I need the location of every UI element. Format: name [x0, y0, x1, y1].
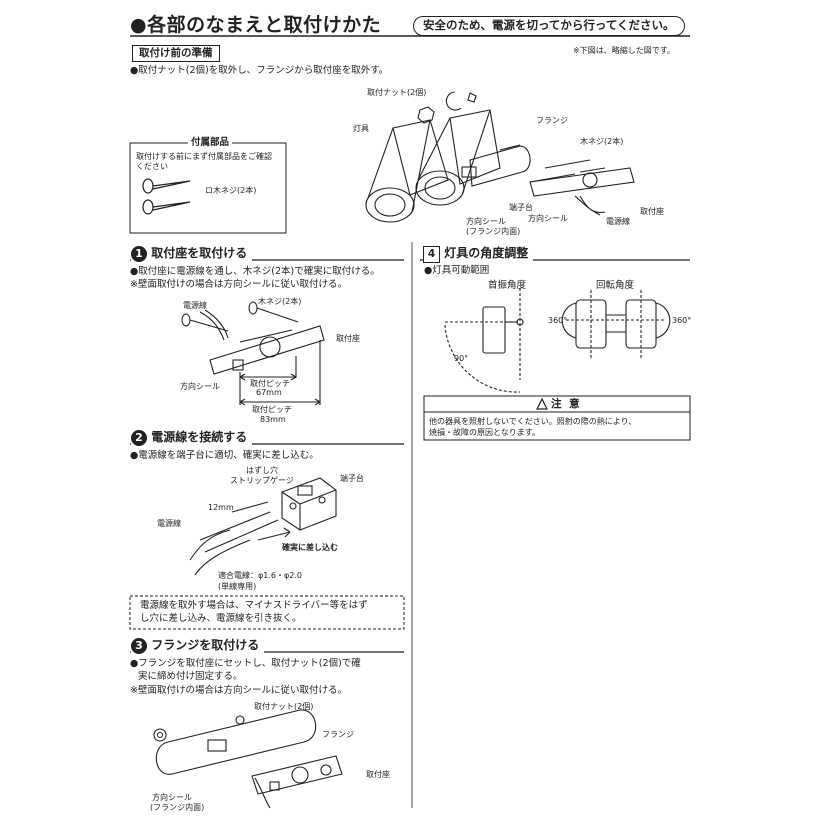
- step2-note-1: 電源線を取外す場合は、マイナスドライバー等をはず: [140, 600, 368, 611]
- warning-icon: [536, 397, 548, 410]
- label-direction-seal-inner-2: (フランジ内面): [466, 227, 521, 236]
- step1-label-direction-seal: 方向シール: [180, 382, 220, 391]
- label-mount: 取付座: [640, 207, 664, 216]
- parts-desc-2: ください: [136, 162, 168, 171]
- caution-title: 注 意: [551, 398, 582, 410]
- step4-title: 灯具の角度調整: [444, 246, 529, 260]
- step1-mount-diagram: [181, 301, 325, 406]
- step1-line1: ●取付座に電源線を通し、木ネジ(2本)で確実に取付ける。: [130, 266, 380, 277]
- step2-terminal-diagram: [189, 477, 337, 576]
- step3-line3: ※壁面取付けの場合は方向シールに従い取付ける。: [130, 685, 347, 696]
- screw-label: ロ木ネジ(2本): [205, 186, 257, 195]
- tilt-angle: 90°: [454, 354, 469, 363]
- step4-line1: ●灯具可動範囲: [424, 265, 490, 276]
- step2-label-power-line: 電源線: [157, 519, 181, 528]
- rotate-left-angle: 360°: [548, 316, 568, 325]
- step3-number: 3: [131, 638, 147, 654]
- label-flange: フランジ: [536, 116, 568, 125]
- step2-number: 2: [131, 430, 147, 446]
- step3-line1: ●フランジを取付座にセットし、取付ナット(2個)で確: [130, 658, 361, 669]
- rotate-label: 回転角度: [596, 280, 635, 291]
- page-title: ●各部のなまえと取付けかた: [130, 14, 382, 36]
- step3-label-seal-1: 方向シール: [152, 793, 192, 802]
- step2-wire-type: (単線専用): [218, 582, 257, 591]
- diagram-note: ※下図は、略縮した図です。: [573, 46, 675, 55]
- label-fixture: 灯具: [353, 124, 369, 133]
- step2-heading: 2 電源線を接続する: [131, 430, 253, 446]
- step1-heading: 1 取付座を取付ける: [131, 246, 253, 262]
- step2-label-length: 12mm: [208, 503, 234, 512]
- step3-line2: 実に締め付け固定する。: [138, 671, 243, 682]
- label-terminal: 端子台: [509, 203, 533, 212]
- step2-title: 電源線を接続する: [151, 430, 248, 444]
- safety-note: 安全のため、電源を切ってから行ってください。: [413, 16, 685, 36]
- label-nut: 取付ナット(2個): [367, 88, 427, 97]
- prep-instruction: ●取付ナット(2個)を取外し、フランジから取付座を取外す。: [130, 65, 389, 76]
- step1-pitch1-value: 67mm: [256, 388, 282, 397]
- label-direction-seal-inner-1: 方向シール: [466, 217, 506, 226]
- step1-label-wood-screw: 木ネジ(2本): [258, 297, 302, 306]
- step3-heading: 3 フランジを取付ける: [131, 638, 265, 654]
- step2-line1: ●電源線を端子台に適切、確実に差し込む。: [130, 450, 319, 461]
- step4-tilt-diagram: [444, 288, 524, 393]
- step3-flange-diagram: [153, 709, 343, 809]
- step3-label-mount: 取付座: [366, 770, 390, 779]
- step1-title: 取付座を取付ける: [151, 246, 248, 260]
- step2-wire-spec: 適合電線：φ1.6・φ2.0: [218, 571, 302, 580]
- caution-line-2: 焼損・故障の原因となります。: [429, 428, 540, 437]
- step1-label-mount: 取付座: [336, 334, 360, 343]
- step3-label-seal-2: (フランジ内面): [150, 803, 205, 812]
- step2-label-strip-1: はずし穴: [246, 466, 278, 475]
- step2-note-2: し穴に差し込み、電源線を引き抜く。: [140, 613, 302, 624]
- step3-label-flange: フランジ: [322, 730, 354, 739]
- label-power-line: 電源線: [606, 217, 630, 226]
- parts-title: 付属部品: [188, 137, 233, 149]
- step1-number: 1: [131, 246, 147, 262]
- step1-pitch2-label: 取付ピッチ: [252, 405, 292, 414]
- step4-heading: 4 灯具の角度調整: [423, 246, 534, 263]
- parts-desc-1: 取付けする前にまず付属部品をご確認: [136, 152, 272, 161]
- label-direction-seal: 方向シール: [528, 214, 568, 223]
- step4-number: 4: [423, 246, 440, 263]
- step4-rotate-diagram: [561, 290, 671, 360]
- step2-label-insert: 確実に差し込む: [282, 543, 338, 552]
- step3-label-nut: 取付ナット(2個): [254, 702, 314, 711]
- step1-pitch1-label: 取付ピッチ: [250, 379, 290, 388]
- step3-title: フランジを取付ける: [151, 638, 260, 652]
- step1-line2: ※壁面取付けの場合は方向シールに従い取付ける。: [130, 279, 347, 290]
- step2-label-strip-2: ストリップゲージ: [230, 476, 294, 485]
- prep-label: 取付け前の準備: [132, 45, 220, 62]
- label-wood-screw: 木ネジ(2本): [580, 137, 624, 146]
- fixture-exploded-diagram: [365, 91, 635, 223]
- rotate-right-angle: 360°: [672, 316, 692, 325]
- tilt-label: 首振角度: [488, 280, 527, 291]
- step1-label-power-line: 電源線: [183, 301, 207, 310]
- caution-line-1: 他の器具を照射しないでください。照射の際の熱により、: [429, 417, 637, 426]
- wood-screw-icon: [142, 178, 191, 215]
- step1-pitch2-value: 83mm: [260, 415, 286, 424]
- step2-label-terminal: 端子台: [340, 474, 364, 483]
